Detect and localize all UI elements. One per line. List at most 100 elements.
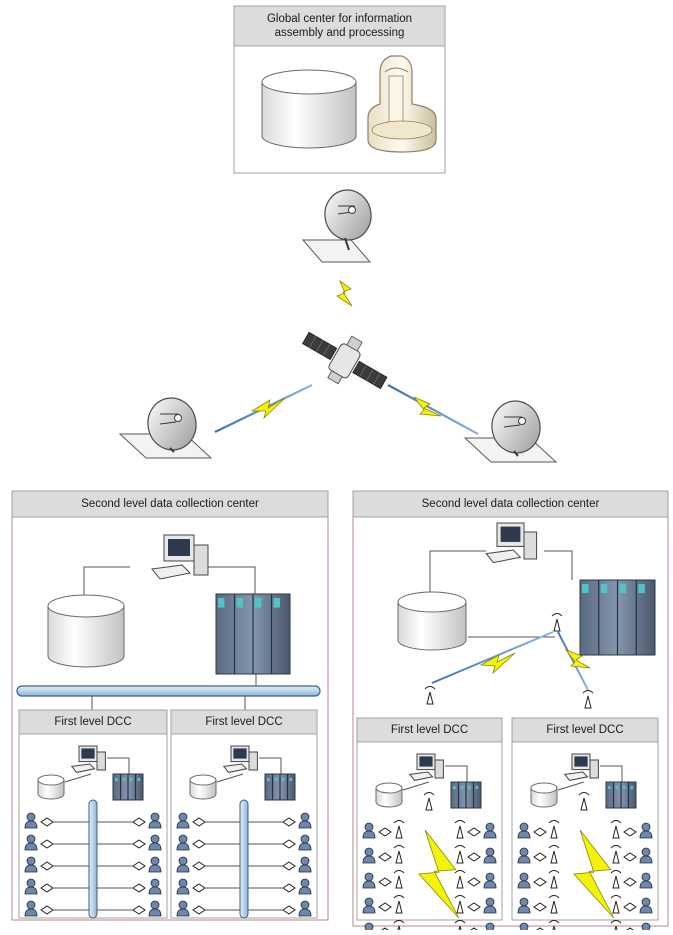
lightning-link-icon [250,397,286,420]
database-icon [397,591,467,651]
server-rack-icon [215,593,291,675]
antenna-icon [578,792,590,811]
first-level-dcc-content [362,753,497,935]
antenna-icon [423,792,435,811]
user-icon [24,878,38,895]
user-icon [24,900,38,917]
computer-icon [563,753,599,781]
antenna-icon [548,895,560,914]
user-icon [517,897,531,914]
server-rack-icon [605,781,637,809]
lightning-link-icon [336,279,353,307]
sensor-diamond-icon [533,902,547,912]
server-rack-icon [264,773,296,801]
computer-icon [70,745,106,773]
connection-lines-left [83,566,257,710]
sensor-diamond-icon [533,877,547,887]
sensor-diamond-icon [132,861,146,871]
lightning-link-icon [479,652,516,675]
first-level-dcc-title: First level DCC [54,716,132,728]
antenna-icon [393,845,405,864]
database-icon [261,69,357,149]
sensor-diamond-icon [132,839,146,849]
first-level-dcc-content [24,745,162,919]
sensor-diamond-icon [132,883,146,893]
beam-right [387,384,479,435]
first-level-dcc-right-2 [511,717,659,921]
satellite-dish-icon [463,400,558,463]
lightning-link-icon [418,829,460,919]
computer-icon [408,753,444,781]
antenna-icon [393,820,405,839]
sensor-diamond-icon [282,839,296,849]
user-icon [148,812,162,829]
satellite-dish-antenna-icon [367,55,437,153]
first-level-dcc-title: First level DCC [546,724,624,736]
database-icon [530,782,558,808]
satellite-icon [301,331,388,390]
first-level-dcc-title: First level DCC [205,716,283,728]
first-level-dcc-title: First level DCC [390,724,469,736]
sensor-diamond-icon [378,902,392,912]
sensor-diamond-icon [623,852,637,862]
user-icon [362,897,376,914]
antenna-icon [454,895,466,914]
user-icon [24,812,38,829]
antenna-icon [393,870,405,889]
sensor-diamond-icon [282,817,296,827]
antenna-icon [551,613,563,632]
global-center-title-line2: assembly and processing [274,27,405,39]
sensor-diamond-icon [467,852,481,862]
sensor-diamond-icon [132,817,146,827]
user-icon [176,900,190,917]
second-level-left-title: Second level data collection center [81,498,259,510]
user-icon [639,822,653,839]
global-center-title: Global center for information assembly a… [234,8,445,44]
user-icon [176,834,190,851]
user-icon [483,897,497,914]
network-bus [16,685,321,697]
first-level-dcc-right-1 [356,717,503,921]
sensor-diamond-icon [467,877,481,887]
satellite-dish-icon [301,189,372,263]
antenna-icon [548,870,560,889]
sensor-diamond-icon [533,852,547,862]
antenna-icon [610,820,622,839]
user-icon [176,856,190,873]
database-icon [189,774,217,800]
user-icon [298,812,312,829]
user-icon [517,847,531,864]
user-icon [517,872,531,889]
user-icon [24,856,38,873]
user-icon [148,834,162,851]
user-icon [298,856,312,873]
antenna-icon [424,686,436,705]
sensor-diamond-icon [378,852,392,862]
user-icon [517,822,531,839]
network-bus-vertical [88,799,98,919]
user-icon [483,847,497,864]
lightning-link-icon [573,829,615,919]
antenna-icon [548,820,560,839]
antenna-icon [393,895,405,914]
sensor-diamond-icon [282,861,296,871]
database-icon [37,774,65,800]
sensor-diamond-icon [282,905,296,915]
user-icon [483,822,497,839]
server-rack-icon [450,781,482,809]
user-icon [483,872,497,889]
sensor-diamond-icon [132,905,146,915]
user-icon [362,872,376,889]
sensor-diamond-icon [378,877,392,887]
database-icon [47,594,125,668]
user-icon [24,834,38,851]
database-icon [375,782,403,808]
sensor-diamond-icon [623,902,637,912]
user-icon [362,847,376,864]
computer-icon [222,745,258,773]
lightning-link-icon [413,396,442,417]
user-icon [148,878,162,895]
first-level-dcc-content [176,745,312,919]
